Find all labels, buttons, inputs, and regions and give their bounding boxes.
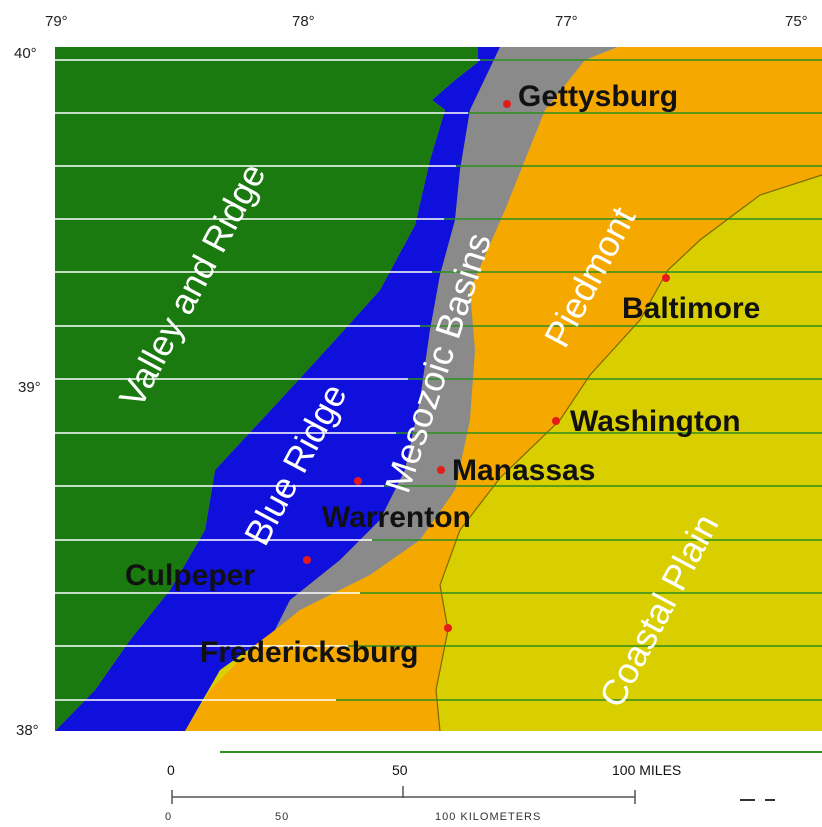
city-dot-baltimore xyxy=(662,274,670,282)
city-dot-manassas xyxy=(437,466,445,474)
top-margin xyxy=(0,0,822,40)
scale-km-0: 0 xyxy=(165,811,172,823)
scale-km-100: 100 KILOMETERS xyxy=(435,811,541,823)
scale-km-50: 50 xyxy=(275,811,289,823)
scale-miles-100: 100 MILES xyxy=(612,762,681,778)
city-label-warrenton: Warrenton xyxy=(322,501,471,534)
city-label-manassas: Manassas xyxy=(452,454,595,487)
left-margin xyxy=(0,0,55,827)
city-dot-gettysburg xyxy=(503,100,511,108)
horizontal-grid-lines xyxy=(55,59,822,701)
piedmont-region xyxy=(185,47,822,731)
city-dot-washington xyxy=(552,417,560,425)
latitude-label-38: 38° xyxy=(16,722,39,739)
blue-ridge-region xyxy=(55,47,500,731)
longitude-label-79: 79° xyxy=(45,13,68,30)
mesozoic-basins-region xyxy=(275,47,618,630)
longitude-label-77: 77° xyxy=(555,13,578,30)
city-label-culpeper: Culpeper xyxy=(125,559,255,592)
city-label-fredericksburg: Fredericksburg xyxy=(200,636,418,669)
scale-bar: 0 50 100 MILES 0 50 100 KILOMETERS xyxy=(165,751,822,823)
scale-miles-50: 50 xyxy=(392,762,408,778)
latitude-label-40: 40° xyxy=(14,45,37,62)
city-dot-culpeper xyxy=(303,556,311,564)
latitude-label-39: 39° xyxy=(18,379,41,396)
city-label-washington: Washington xyxy=(570,405,741,438)
city-label-baltimore: Baltimore xyxy=(622,292,760,325)
longitude-label-75: 75° xyxy=(785,13,808,30)
valley-and-ridge-region xyxy=(55,47,478,731)
city-label-gettysburg: Gettysburg xyxy=(518,80,678,113)
city-markers xyxy=(303,100,670,632)
city-dot-warrenton xyxy=(354,477,362,485)
coastal-plain-region xyxy=(436,175,822,731)
city-dot-fredericksburg xyxy=(444,624,452,632)
scale-miles-0: 0 xyxy=(167,762,175,778)
longitude-label-78: 78° xyxy=(292,13,315,30)
